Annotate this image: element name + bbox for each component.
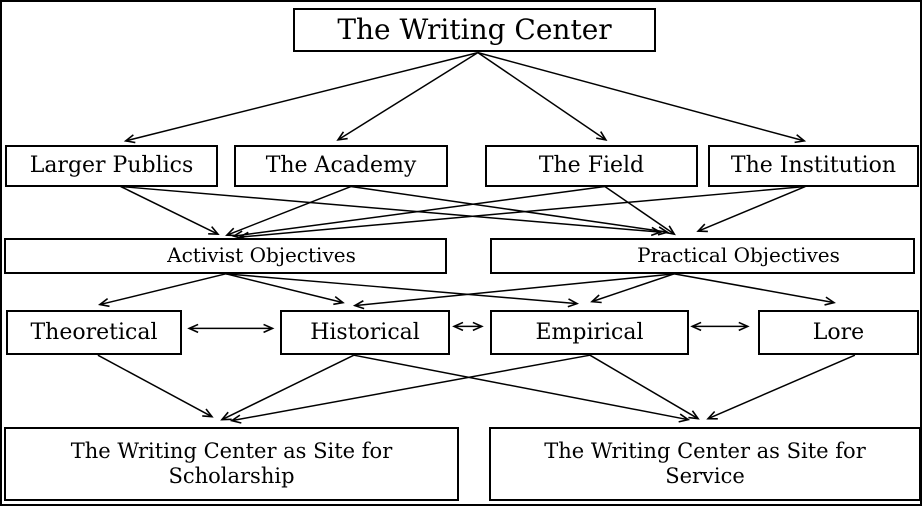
node-historical-label: Historical [310, 319, 420, 345]
node-the-academy: The Academy [234, 145, 448, 187]
node-practical-objectives-label: Practical Objectives [637, 243, 840, 268]
node-lore-label: Lore [812, 319, 865, 345]
node-site-for-scholarship-label: The Writing Center as Site for Scholarsh… [70, 439, 393, 488]
node-empirical-label: Empirical [535, 319, 644, 345]
node-the-field-label: The Field [538, 153, 645, 179]
node-site-for-service: The Writing Center as Site for Service [489, 427, 920, 501]
edge-group [97, 51, 856, 424]
edge-institution-practical [696, 185, 806, 233]
node-writing-center-label: The Writing Center [337, 13, 612, 47]
edge-practical-empirical [590, 273, 675, 304]
edge-empirical-service [589, 354, 700, 420]
node-site-for-service-label: The Writing Center as Site for Service [544, 439, 866, 488]
edge-field-practical [604, 185, 676, 236]
edge-writing_center-field [477, 51, 608, 142]
edge-practical-lore [674, 273, 836, 306]
edge-lore-service [706, 354, 856, 420]
edge-practical-historical [352, 273, 675, 310]
edge-academy-practical [350, 185, 670, 236]
node-larger-publics-label: Larger Publics [29, 153, 194, 179]
edge-historical-service [353, 354, 691, 423]
edge-academy-activist [225, 185, 352, 237]
edge-larger_publics-activist [120, 185, 220, 236]
edge-empirical-scholarship [229, 354, 591, 424]
node-the-field: The Field [485, 145, 698, 187]
node-theoretical: Theoretical [6, 310, 182, 355]
edge-larger_publics-practical [120, 185, 663, 237]
node-activist-objectives-label: Activist Objectives [167, 243, 356, 268]
edge-activist-theoretical [97, 273, 227, 308]
node-site-for-scholarship: The Writing Center as Site for Scholarsh… [4, 427, 459, 501]
edge-institution-activist [237, 185, 806, 242]
node-writing-center: The Writing Center [293, 8, 656, 52]
edge-writing_center-academy [336, 51, 479, 141]
node-the-institution-label: The Institution [730, 153, 897, 179]
edge-activist-empirical [225, 273, 580, 308]
node-activist-objectives: Activist Objectives [4, 238, 447, 274]
node-the-academy-label: The Academy [265, 153, 417, 179]
edge-theoretical-scholarship [97, 354, 214, 418]
edge-writing_center-institution [477, 51, 807, 144]
node-the-institution: The Institution [708, 145, 919, 187]
edge-field-activist [231, 185, 605, 240]
node-historical: Historical [280, 310, 450, 355]
node-empirical: Empirical [490, 310, 689, 355]
node-practical-objectives: Practical Objectives [490, 238, 915, 274]
edge-activist-historical [225, 273, 345, 306]
edge-historical-scholarship [220, 354, 355, 421]
node-larger-publics: Larger Publics [5, 145, 218, 187]
node-theoretical-label: Theoretical [30, 319, 158, 345]
node-lore: Lore [758, 310, 919, 355]
edge-writing_center-larger_publics [123, 51, 479, 144]
